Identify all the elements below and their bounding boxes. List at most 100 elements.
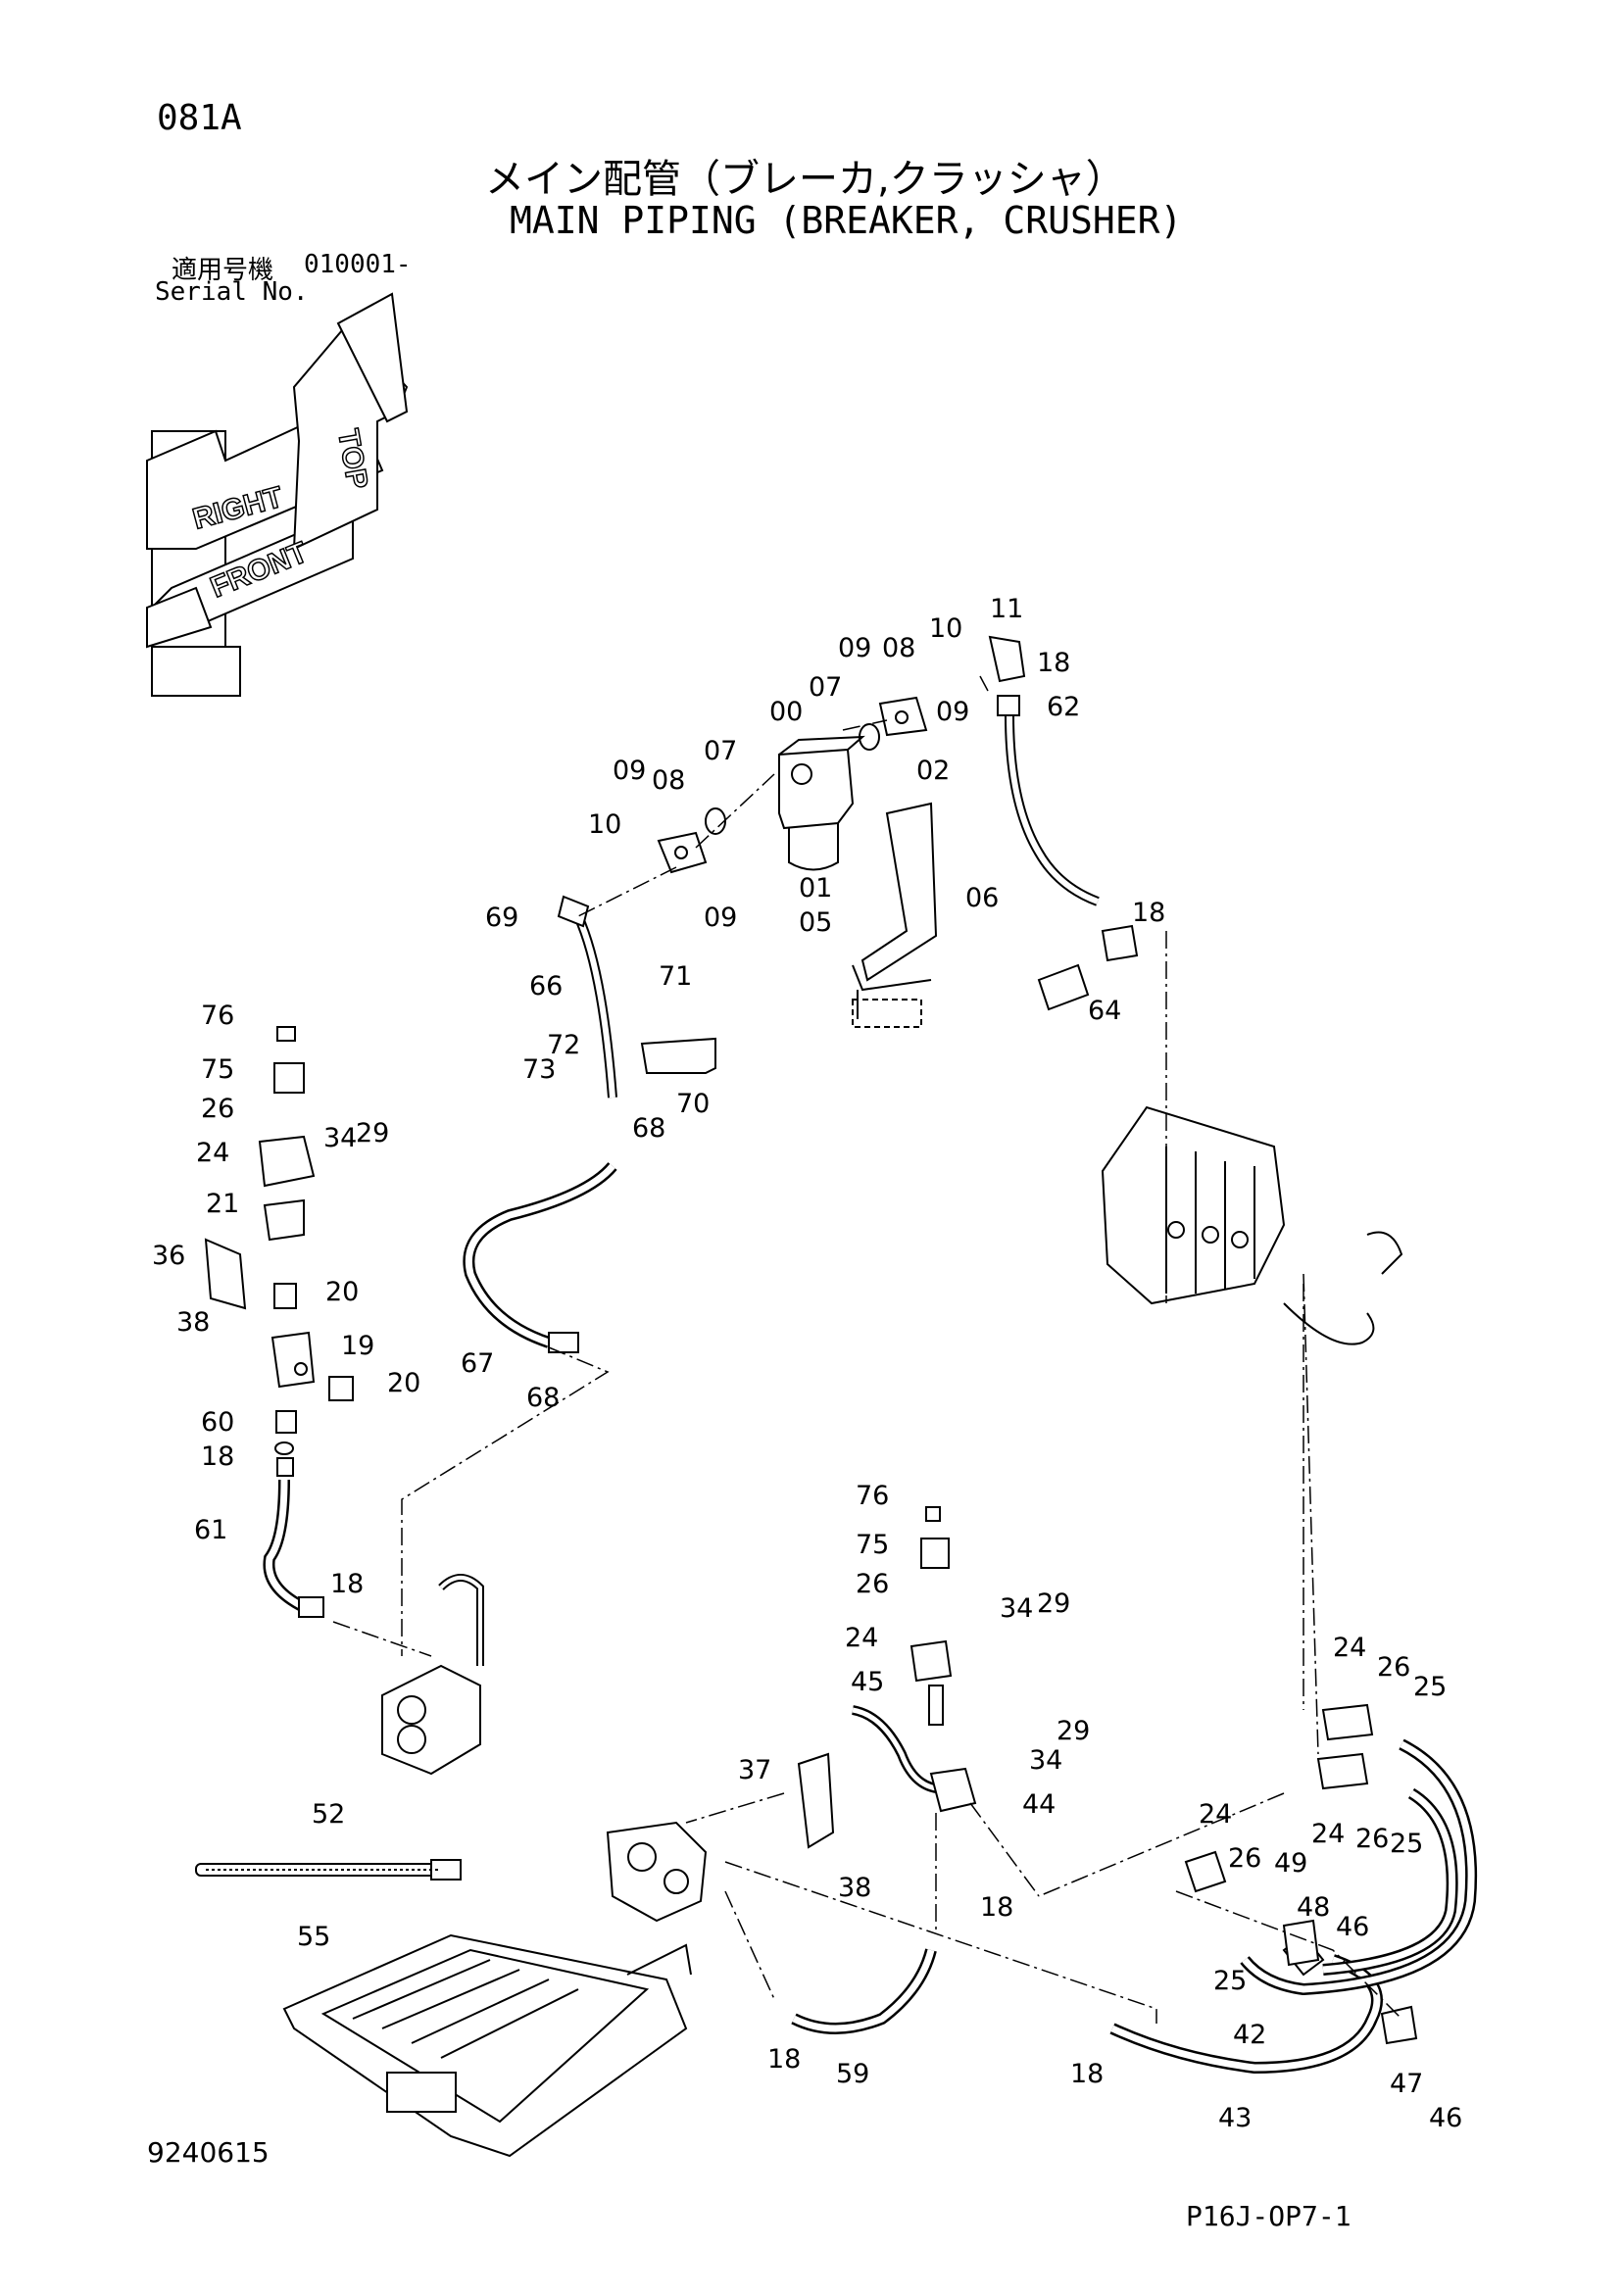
serial-label-japanese: 適用号機 bbox=[172, 256, 274, 285]
part-callout-46: 46 bbox=[1429, 2103, 1462, 2133]
part-callout-34: 34 bbox=[1029, 1745, 1062, 1776]
page-code: 081A bbox=[157, 98, 242, 138]
part-callout-29: 29 bbox=[356, 1118, 389, 1148]
part-callout-20: 20 bbox=[325, 1277, 359, 1307]
part-callout-62: 62 bbox=[1047, 692, 1080, 722]
part-callout-00: 00 bbox=[769, 697, 803, 727]
part-callout-25: 25 bbox=[1390, 1829, 1423, 1859]
serial-value: 010001- bbox=[304, 250, 412, 279]
part-callout-36: 36 bbox=[152, 1241, 185, 1271]
part-callout-25: 25 bbox=[1413, 1672, 1447, 1702]
part-callout-24: 24 bbox=[1333, 1633, 1366, 1663]
part-callout-11: 11 bbox=[990, 594, 1023, 624]
part-callout-45: 45 bbox=[851, 1667, 884, 1697]
part-callout-60: 60 bbox=[201, 1407, 234, 1438]
page-reference: P16J-OP7-1 bbox=[1186, 2200, 1352, 2232]
part-callout-10: 10 bbox=[588, 809, 621, 840]
valve-assy-center bbox=[606, 1821, 708, 1923]
part-callout-43: 43 bbox=[1218, 2103, 1252, 2133]
elbow-64 bbox=[1037, 924, 1139, 1011]
part-callout-05: 05 bbox=[799, 907, 832, 938]
part-callout-09: 09 bbox=[704, 903, 737, 933]
part-callout-24: 24 bbox=[1311, 1819, 1345, 1849]
hose-61 bbox=[263, 1479, 324, 1618]
part-callout-26: 26 bbox=[1228, 1843, 1261, 1874]
part-callout-68: 68 bbox=[632, 1113, 665, 1144]
hose-62 bbox=[988, 635, 1100, 906]
bracket-70 bbox=[640, 1037, 716, 1074]
control-valve bbox=[1101, 1105, 1403, 1345]
part-callout-02: 02 bbox=[916, 756, 950, 786]
bracket-02 bbox=[852, 802, 938, 1028]
hose-66 bbox=[557, 895, 617, 1099]
part-callout-01: 01 bbox=[799, 873, 832, 904]
title-english: MAIN PIPING (BREAKER, CRUSHER) bbox=[510, 199, 1183, 242]
flange-left bbox=[657, 831, 708, 874]
valve-assy-left bbox=[381, 1574, 484, 1776]
part-callout-29: 29 bbox=[1057, 1716, 1090, 1746]
part-callout-10: 10 bbox=[929, 613, 962, 644]
part-callout-08: 08 bbox=[882, 633, 915, 663]
part-callout-73: 73 bbox=[522, 1054, 556, 1085]
part-callout-09: 09 bbox=[936, 697, 969, 727]
part-callout-64: 64 bbox=[1088, 996, 1121, 1026]
part-callout-24: 24 bbox=[196, 1138, 229, 1168]
part-callout-18: 18 bbox=[1037, 648, 1070, 678]
part-callout-18: 18 bbox=[767, 2044, 801, 2075]
part-callout-20: 20 bbox=[387, 1368, 420, 1398]
part-callout-38: 38 bbox=[838, 1873, 871, 1903]
connection-lines bbox=[332, 675, 1402, 2024]
part-callout-26: 26 bbox=[1377, 1652, 1410, 1683]
part-callout-07: 07 bbox=[704, 736, 737, 766]
part-callout-29: 29 bbox=[1037, 1588, 1070, 1619]
part-callout-47: 47 bbox=[1390, 2069, 1423, 2099]
part-callout-26: 26 bbox=[1355, 1824, 1389, 1854]
part-callout-19: 19 bbox=[341, 1331, 374, 1361]
part-callout-76: 76 bbox=[201, 1001, 234, 1031]
part-callout-44: 44 bbox=[1022, 1789, 1056, 1820]
part-callout-09: 09 bbox=[613, 756, 646, 786]
part-callout-76: 76 bbox=[856, 1481, 889, 1511]
part-callout-71: 71 bbox=[659, 961, 692, 992]
title-japanese: メイン配管（ブレーカ,クラッシャ） bbox=[485, 157, 1125, 202]
part-callout-68: 68 bbox=[526, 1383, 560, 1413]
part-callout-18: 18 bbox=[330, 1569, 364, 1599]
part-callout-75: 75 bbox=[856, 1530, 889, 1560]
doc-number: 9240615 bbox=[147, 2136, 270, 2169]
part-callout-61: 61 bbox=[194, 1515, 227, 1545]
part-callout-52: 52 bbox=[312, 1799, 345, 1830]
flange-right bbox=[878, 696, 928, 737]
part-callout-09: 09 bbox=[838, 633, 871, 663]
part-callout-26: 26 bbox=[856, 1569, 889, 1599]
part-callout-75: 75 bbox=[201, 1054, 234, 1085]
part-callout-07: 07 bbox=[809, 672, 842, 703]
part-callout-18: 18 bbox=[1070, 2059, 1104, 2089]
hose-43 bbox=[1109, 1954, 1383, 2075]
part-callout-70: 70 bbox=[676, 1089, 710, 1119]
part-callout-55: 55 bbox=[297, 1922, 330, 1952]
part-callout-34: 34 bbox=[1000, 1593, 1033, 1624]
part-callout-25: 25 bbox=[1213, 1966, 1247, 1996]
part-callout-42: 42 bbox=[1233, 2020, 1266, 2050]
part-callout-66: 66 bbox=[529, 971, 563, 1001]
part-callout-18: 18 bbox=[1132, 898, 1165, 928]
part-callout-21: 21 bbox=[206, 1189, 239, 1219]
floor-plate-55 bbox=[282, 1933, 692, 2158]
part-callout-26: 26 bbox=[201, 1094, 234, 1124]
part-callout-37: 37 bbox=[738, 1755, 771, 1785]
hoses-right bbox=[1184, 1703, 1478, 2045]
part-callout-24: 24 bbox=[1199, 1799, 1232, 1830]
part-callout-38: 38 bbox=[176, 1307, 210, 1338]
serial-label-english: Serial No. bbox=[155, 277, 309, 307]
hose-59 bbox=[791, 1948, 937, 2034]
left-stack bbox=[204, 1026, 354, 1477]
center-stack bbox=[797, 1506, 977, 1849]
part-callout-69: 69 bbox=[485, 903, 518, 933]
part-callout-34: 34 bbox=[323, 1123, 357, 1153]
part-callout-08: 08 bbox=[652, 765, 685, 796]
part-callout-18: 18 bbox=[201, 1441, 234, 1472]
part-callout-67: 67 bbox=[461, 1348, 494, 1379]
part-callout-72: 72 bbox=[547, 1030, 580, 1060]
